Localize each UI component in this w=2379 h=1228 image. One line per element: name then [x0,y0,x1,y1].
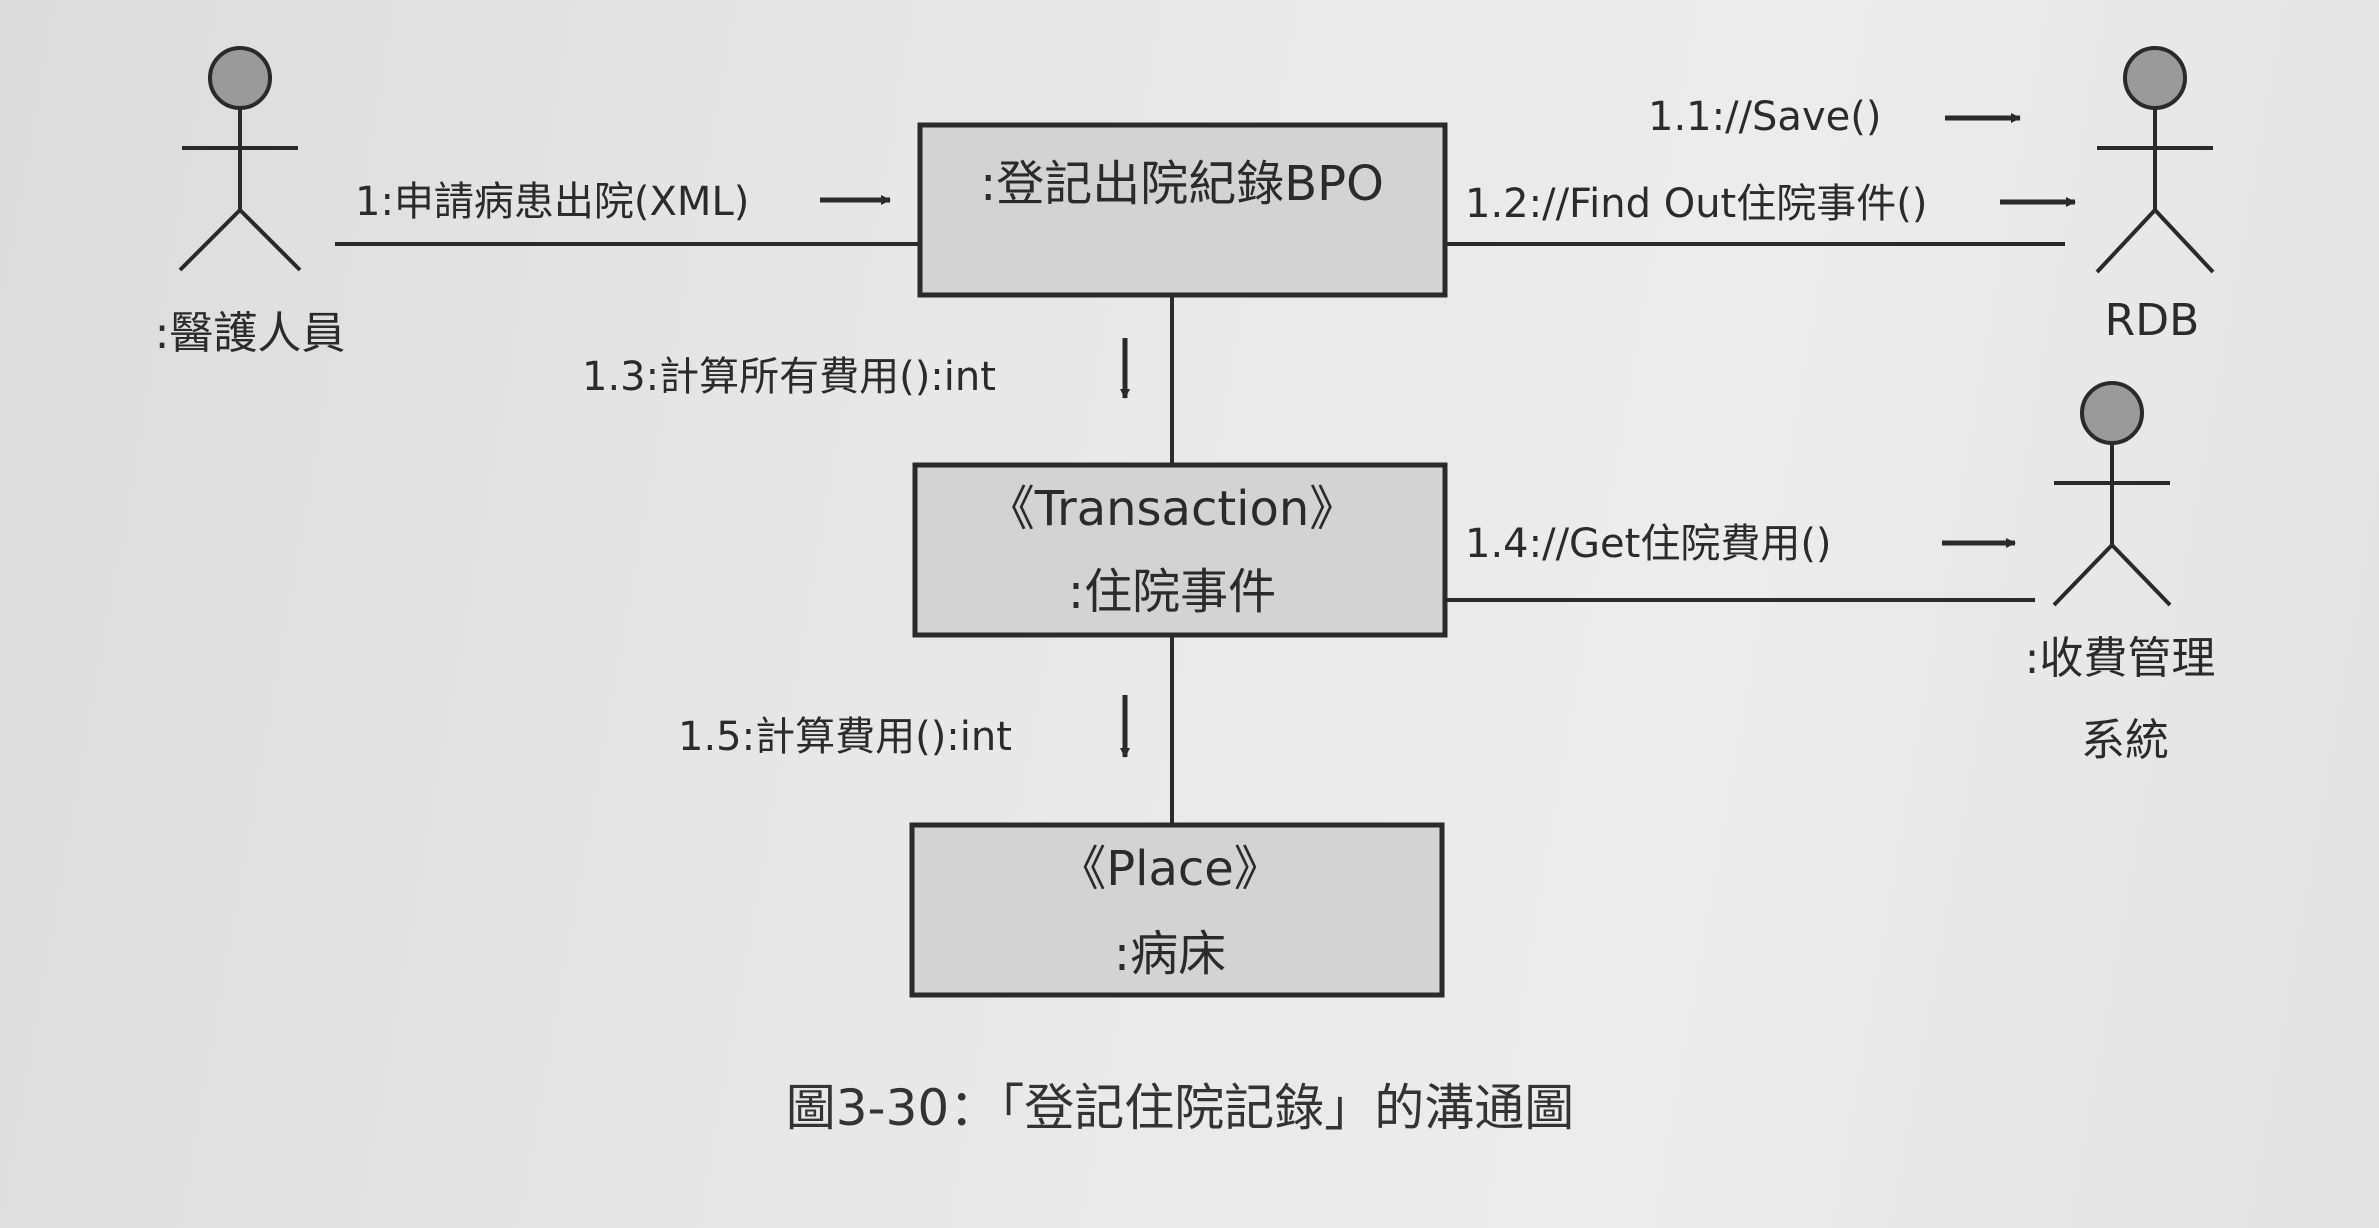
node-place-stereotype: 《Place》 [1058,841,1282,897]
actor-billing-label-line2: 系統 [2081,715,2169,766]
figure-caption: 圖3-30：「登記住院記錄」的溝通圖 [786,1079,1574,1137]
actor-medical-staff-label: :醫護人員 [155,308,346,359]
node-bpo-label: :登記出院紀錄BPO [980,156,1384,212]
actor-billing [2052,381,2172,607]
node-transaction-box [912,462,1448,638]
actor-billing-label-line1: :收費管理 [2025,633,2216,684]
message-1-3-label: 1.3:計算所有費用():int [582,354,996,400]
message-1-5-label: 1.5:計算費用():int [678,714,1012,760]
node-place: 《Place》 :病床 [909,822,1445,998]
actor-head-icon [2123,46,2187,110]
message-1-4-label: 1.4://Get住院費用() [1465,521,1832,567]
node-bpo-box [917,122,1448,298]
message-1-label: 1:申請病患出院(XML) [355,179,749,225]
message-1-1-label: 1.1://Save() [1648,94,1881,140]
connectors [335,242,2065,825]
actor-head-icon [2080,381,2144,445]
node-transaction-name: :住院事件 [1068,564,1276,620]
node-bpo: :登記出院紀錄BPO [917,122,1448,298]
node-transaction-stereotype: 《Transaction》 [987,481,1358,537]
node-place-name: :病床 [1114,926,1226,982]
actor-head-icon [208,46,272,110]
actor-medical-staff [178,46,302,272]
message-1-2-label: 1.2://Find Out住院事件() [1465,181,1927,227]
actor-rdb [2095,46,2215,274]
node-place-box [909,822,1445,998]
actor-rdb-label: RDB [2105,295,2200,346]
node-transaction: 《Transaction》 :住院事件 [912,462,1448,638]
